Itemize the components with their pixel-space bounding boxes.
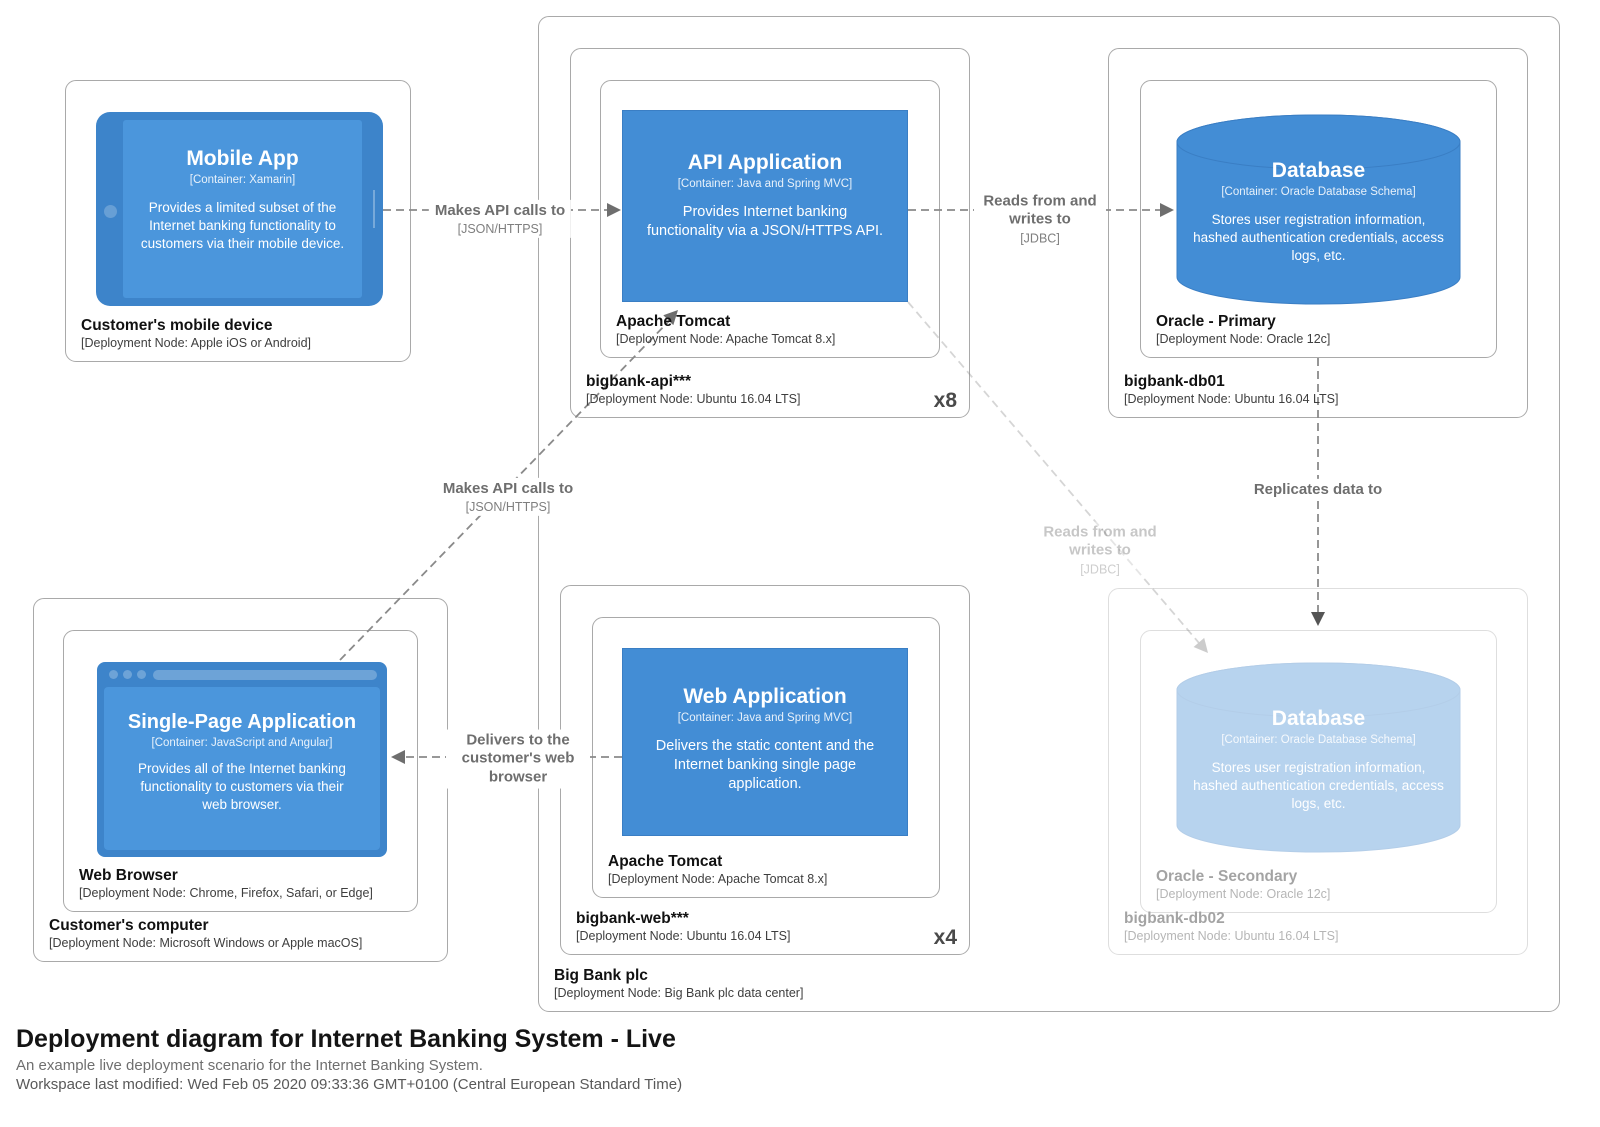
device-side-button-icon <box>373 190 375 228</box>
browser-button-icon <box>123 670 132 679</box>
container-meta: [Container: Java and Spring MVC] <box>677 178 853 190</box>
node-name: Big Bank plc <box>554 967 648 984</box>
node-meta: [Deployment Node: Ubuntu 16.04 LTS] <box>576 929 791 944</box>
node-name: bigbank-db01 <box>1124 373 1225 390</box>
node-meta: [Deployment Node: Oracle 12c] <box>1156 887 1331 902</box>
node-bigbank-db02: bigbank-db02 [Deployment Node: Ubuntu 16… <box>1108 588 1528 955</box>
node-meta: [Deployment Node: Big Bank plc data cent… <box>554 986 804 1001</box>
node-meta: [Deployment Node: Ubuntu 16.04 LTS] <box>586 392 801 407</box>
rel-label-spa-to-api: Makes API calls to [JSON/HTTPS] <box>436 477 580 517</box>
workspace-modified-timestamp: Workspace last modified: Wed Feb 05 2020… <box>16 1076 683 1093</box>
container-title: Database <box>1271 159 1366 182</box>
rel-label-api-to-db02: Reads from and writes to [JDBC] <box>1034 521 1166 579</box>
rel-label-api-to-db01: Reads from and writes to [JDBC] <box>974 190 1106 248</box>
node-meta: [Deployment Node: Microsoft Windows or A… <box>49 936 363 951</box>
container-description: Stores user registration information, ha… <box>1193 212 1444 263</box>
device-screen: Mobile App [Container: Xamarin] Provides… <box>123 120 362 298</box>
node-meta: [Deployment Node: Oracle 12c] <box>1156 332 1331 347</box>
rel-tech: [JSON/HTTPS] <box>465 500 551 515</box>
node-meta: [Deployment Node: Apache Tomcat 8.x] <box>616 332 836 347</box>
rel-tech: [JDBC] <box>1020 231 1060 246</box>
diagram-description: An example live deployment scenario for … <box>16 1057 483 1074</box>
container-title: Database <box>1271 707 1366 730</box>
node-name: Oracle - Secondary <box>1156 868 1298 885</box>
device-home-button-icon <box>104 205 117 218</box>
rel-text: Makes API calls to <box>442 479 574 497</box>
container-description: Provides a limited subset of the Interne… <box>140 200 345 251</box>
rel-text: Reads from and writes to <box>1043 523 1157 559</box>
container-description: Stores user registration information, ha… <box>1193 760 1444 811</box>
container-meta: [Container: Java and Spring MVC] <box>677 712 853 724</box>
container-title: Web Application <box>683 685 847 708</box>
node-meta: [Deployment Node: Chrome, Firefox, Safar… <box>79 886 373 901</box>
diagram-title: Deployment diagram for Internet Banking … <box>16 1025 676 1053</box>
rel-tech: [JDBC] <box>1080 562 1120 577</box>
rel-text: Delivers to the customer's web browser <box>461 731 575 786</box>
container-title: Mobile App <box>186 147 299 170</box>
node-oracle-secondary: Oracle - Secondary [Deployment Node: Ora… <box>1140 630 1497 913</box>
rel-tech: [JSON/HTTPS] <box>457 222 543 237</box>
container-api-application: API Application [Container: Java and Spr… <box>622 110 908 302</box>
node-meta: [Deployment Node: Apple iOS or Android] <box>81 336 311 351</box>
container-title: API Application <box>687 151 843 174</box>
container-description: Delivers the static content and the Inte… <box>655 738 875 793</box>
container-database-secondary: Database [Container: Oracle Database Sch… <box>1175 660 1462 855</box>
node-name: Web Browser <box>79 867 178 884</box>
node-name: Apache Tomcat <box>608 853 723 870</box>
container-database-primary: Database [Container: Oracle Database Sch… <box>1175 112 1462 307</box>
node-name: Apache Tomcat <box>616 313 731 330</box>
node-name: Oracle - Primary <box>1156 313 1276 330</box>
container-meta: [Container: Oracle Database Schema] <box>1221 734 1416 746</box>
container-description: Provides Internet banking functionality … <box>646 204 884 240</box>
node-meta: [Deployment Node: Ubuntu 16.04 LTS] <box>1124 392 1339 407</box>
browser-address-bar-icon <box>153 670 377 680</box>
rel-text: Reads from and writes to <box>983 192 1097 228</box>
node-name: bigbank-api*** <box>586 373 692 390</box>
browser-button-icon <box>137 670 146 679</box>
container-meta: [Container: Xamarin] <box>189 174 296 186</box>
database-cylinder-icon <box>1176 662 1461 853</box>
container-description: Provides all of the Internet banking fun… <box>138 761 346 812</box>
rel-label-mobile-to-api: Makes API calls to [JSON/HTTPS] <box>428 199 572 239</box>
database-cylinder-icon <box>1176 114 1461 305</box>
node-meta: [Deployment Node: Ubuntu 16.04 LTS] <box>1124 929 1339 944</box>
rel-text: Makes API calls to <box>434 201 566 219</box>
container-web-application: Web Application [Container: Java and Spr… <box>622 648 908 836</box>
rel-label-db01-to-db02: Replicates data to <box>1247 478 1389 502</box>
container-title: Single-Page Application <box>127 711 357 733</box>
instance-count-badge: x8 <box>933 389 957 412</box>
browser-content: Single-Page Application [Container: Java… <box>104 687 380 850</box>
instance-count-badge: x4 <box>933 926 957 949</box>
browser-button-icon <box>109 670 118 679</box>
node-name: Customer's mobile device <box>81 317 273 334</box>
container-single-page-application: Single-Page Application [Container: Java… <box>97 662 387 857</box>
rel-text: Replicates data to <box>1253 480 1383 498</box>
node-meta: [Deployment Node: Apache Tomcat 8.x] <box>608 872 828 887</box>
rel-label-web-to-spa: Delivers to the customer's web browser <box>446 729 590 789</box>
container-mobile-app: Mobile App [Container: Xamarin] Provides… <box>96 112 383 306</box>
node-name: bigbank-web*** <box>576 910 689 927</box>
node-name: Customer's computer <box>49 917 209 934</box>
container-meta: [Container: JavaScript and Angular] <box>151 737 333 749</box>
node-name: bigbank-db02 <box>1124 910 1225 927</box>
container-meta: [Container: Oracle Database Schema] <box>1221 186 1416 198</box>
